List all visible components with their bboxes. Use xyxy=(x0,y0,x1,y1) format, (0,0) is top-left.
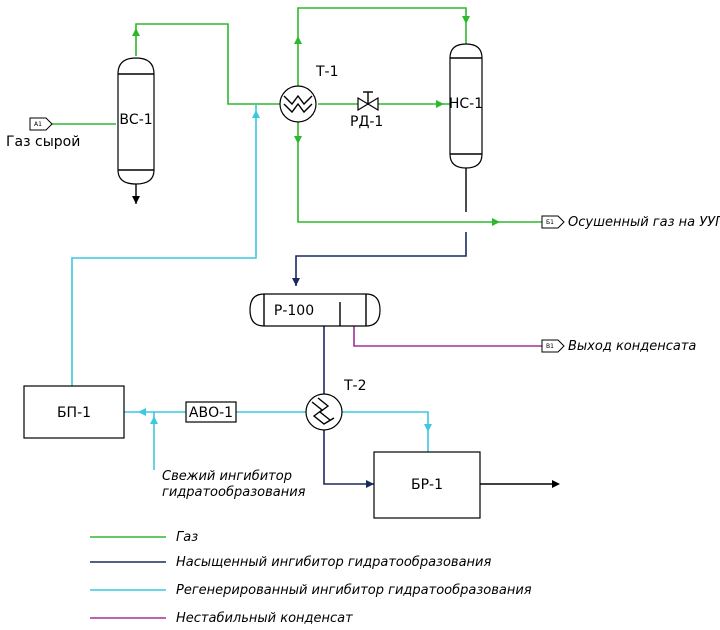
condensate-line xyxy=(353,312,542,347)
stream-tag-a1: A1 xyxy=(29,117,53,131)
ns1-overhead-line xyxy=(297,7,467,86)
vessel-r100-label: Р-100 xyxy=(274,303,314,319)
t2-to-br1-line xyxy=(323,430,374,485)
valve-rd1[interactable]: РД-1 xyxy=(350,91,383,130)
dry-gas-line xyxy=(297,122,542,223)
valve-rd1-label: РД-1 xyxy=(350,114,383,130)
legend-item-saturated: Насыщенный ингибитор гидратообразования xyxy=(90,555,491,570)
legend-label: Регенерированный ингибитор гидратообразо… xyxy=(176,583,532,598)
heat-exchanger-t1[interactable]: Т-1 xyxy=(279,64,339,123)
vessel-r100[interactable]: Р-100 xyxy=(249,293,381,327)
block-br1[interactable]: БР-1 xyxy=(373,451,481,519)
flow-arrows xyxy=(132,16,500,488)
separator-ns1[interactable]: НС-1 xyxy=(449,43,483,169)
arrow-right-icon xyxy=(492,218,500,226)
dry-gas-label: Осушенный газ на УУГ xyxy=(568,215,720,230)
stream-tag-b1: Б1 xyxy=(541,215,565,229)
separator-vs1[interactable]: ВС-1 xyxy=(117,57,155,185)
legend-label: Насыщенный ингибитор гидратообразования xyxy=(176,555,491,570)
legend-item-gas: Газ xyxy=(90,530,198,545)
block-br1-label: БР-1 xyxy=(411,477,443,493)
arrow-down-icon xyxy=(462,16,470,24)
arrow-up-icon xyxy=(294,36,302,44)
separator-ns1-label: НС-1 xyxy=(449,96,483,112)
t2-to-br1-regen-line xyxy=(342,411,429,452)
legend: Газ Насыщенный ингибитор гидратообразова… xyxy=(90,530,532,626)
arrow-down-icon xyxy=(424,424,432,432)
heat-exchanger-t2-label: Т-2 xyxy=(343,378,367,394)
stream-tag-v1-text: В1 xyxy=(546,343,554,350)
legend-item-regenerated: Регенерированный ингибитор гидратообразо… xyxy=(90,583,532,598)
inhibitor-injection-line xyxy=(71,104,257,386)
stream-tag-a1-text: A1 xyxy=(34,121,42,128)
stream-tag-b1-text: Б1 xyxy=(546,219,554,226)
raw-gas-label: Газ сырой xyxy=(6,134,80,150)
arrow-right-icon xyxy=(366,480,374,488)
arrow-up-icon xyxy=(132,28,140,36)
arrow-down-icon xyxy=(132,196,140,204)
arrow-down-icon xyxy=(292,278,300,286)
arrow-right-icon xyxy=(436,100,444,108)
heat-exchanger-t2[interactable]: Т-2 xyxy=(305,378,367,431)
heat-exchanger-t1-label: Т-1 xyxy=(315,64,339,80)
arrow-down-icon xyxy=(294,136,302,144)
block-bp1[interactable]: БП-1 xyxy=(23,385,125,439)
legend-item-condensate: Нестабильный конденсат xyxy=(90,611,353,626)
ns1-to-r100-line xyxy=(295,232,467,286)
air-cooler-avo1-label: АВО-1 xyxy=(189,405,233,421)
saturated-inhibitor-lines xyxy=(135,168,467,485)
arrow-up-icon xyxy=(150,416,158,424)
legend-label: Газ xyxy=(176,530,198,545)
block-bp1-label: БП-1 xyxy=(57,405,91,421)
arrow-up-icon xyxy=(252,110,260,118)
vs1-to-t1-line xyxy=(135,23,282,105)
condensate-lines xyxy=(353,312,542,347)
fresh-inhibitor-label-line1: Свежий ингибитор xyxy=(162,469,292,484)
regenerated-inhibitor-lines xyxy=(71,104,429,470)
fresh-inhibitor-label-line2: гидратообразования xyxy=(162,485,306,500)
stream-tag-v1: В1 xyxy=(541,339,565,353)
condensate-label: Выход конденсата xyxy=(568,339,696,354)
separator-vs1-label: ВС-1 xyxy=(119,112,152,128)
arrow-left-icon xyxy=(138,408,146,416)
br1-outlet-arrow xyxy=(552,480,560,488)
legend-label: Нестабильный конденсат xyxy=(176,611,353,626)
air-cooler-avo1[interactable]: АВО-1 xyxy=(185,401,237,423)
